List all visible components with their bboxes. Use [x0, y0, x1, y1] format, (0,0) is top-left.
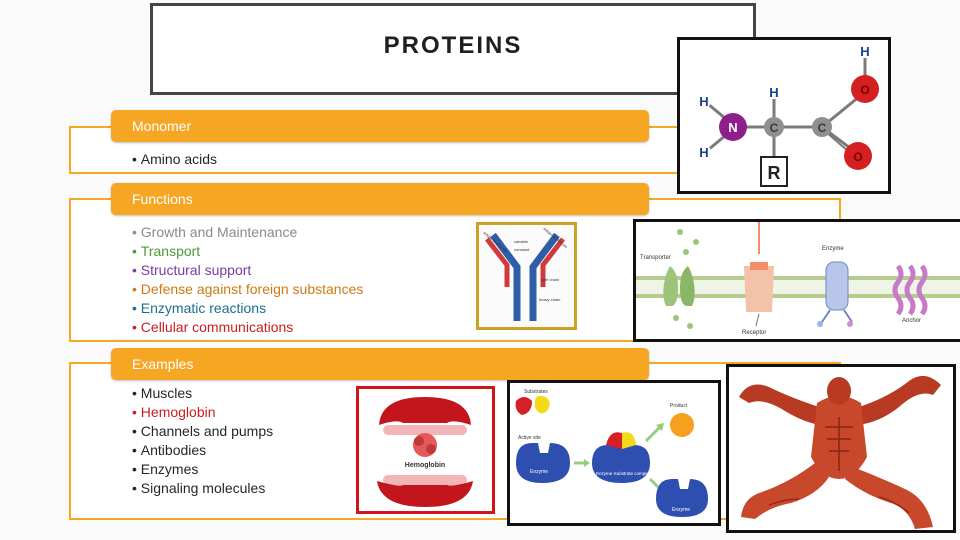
function-item: Structural support — [132, 261, 363, 280]
membrane-proteins-svg: Transporter Enzyme Receptor Anchor — [636, 222, 960, 339]
example-item: Muscles — [132, 384, 273, 403]
example-item: Antibodies — [132, 441, 273, 460]
examples-header: Examples — [111, 348, 649, 380]
function-item: Growth and Maintenance — [132, 223, 363, 242]
atom-o-label: O — [853, 150, 862, 164]
function-item: Cellular communications — [132, 318, 363, 337]
examples-list: Muscles Hemoglobin Channels and pumps An… — [132, 384, 273, 498]
example-item: Enzymes — [132, 460, 273, 479]
example-item: Channels and pumps — [132, 422, 273, 441]
amino-acid-structure-svg: H H H H N C C O O R — [697, 44, 879, 187]
function-item: Transport — [132, 242, 363, 261]
enzyme-label-complex: Enzyme-Substrate complex — [596, 471, 652, 476]
monomer-list: Amino acids — [132, 150, 217, 169]
membrane-label-transporter: Transporter — [640, 255, 671, 261]
monomer-header: Monomer — [111, 110, 649, 142]
amino-acid-structure-image: H H H H N C C O O R — [677, 37, 891, 194]
antibody-image: variable constant light chain heavy chai… — [476, 222, 577, 330]
monomer-item: Amino acids — [132, 150, 217, 169]
functions-header: Functions — [111, 183, 649, 215]
atom-h-label: H — [860, 44, 869, 59]
membrane-label-enzyme: Enzyme — [822, 246, 844, 252]
atom-h-label: H — [699, 94, 708, 109]
atom-c-label: C — [818, 121, 827, 135]
antibody-label-constant: constant — [514, 247, 530, 252]
hemoglobin-image: Hemoglobin — [356, 386, 495, 514]
enzyme-label-product: Product — [670, 403, 688, 409]
membrane-proteins-image: Transporter Enzyme Receptor Anchor — [633, 219, 960, 342]
hemoglobin-label: Hemoglobin — [405, 462, 445, 469]
enzyme-label-active-site: Active site — [518, 435, 541, 441]
atom-h-label: H — [699, 145, 708, 160]
enzyme-substrate-svg: Substrates Active site Enzyme Enzyme-Sub… — [510, 383, 718, 523]
atom-n-label: N — [728, 120, 737, 135]
enzyme-label-enzyme: Enzyme — [530, 469, 548, 475]
antibody-label-heavy-chain: heavy chain — [539, 297, 560, 302]
example-item: Signaling molecules — [132, 479, 273, 498]
muscles-svg — [729, 367, 953, 530]
r-group-label: R — [768, 163, 781, 183]
enzyme-label-enzyme-after: Enzyme — [672, 507, 690, 513]
functions-list: Growth and Maintenance Transport Structu… — [132, 223, 364, 337]
function-item: Enzymatic reactions — [132, 299, 363, 318]
hemoglobin-svg: Hemoglobin — [359, 389, 492, 511]
atom-h-label: H — [769, 85, 778, 100]
membrane-label-anchor: Anchor — [902, 318, 921, 324]
antibody-label-light-chain: light chain — [541, 277, 559, 282]
antibody-svg: variable constant light chain heavy chai… — [479, 225, 574, 327]
atom-c-label: C — [770, 121, 779, 135]
enzyme-label-substrates: Substrates — [524, 389, 548, 395]
antibody-label-variable: variable — [514, 239, 529, 244]
muscles-image — [726, 364, 956, 533]
title-box: PROTEINS — [150, 3, 756, 95]
atom-o-label: O — [860, 83, 869, 97]
enzyme-substrate-image: Substrates Active site Enzyme Enzyme-Sub… — [507, 380, 721, 526]
function-item: Defense against foreign substances — [132, 280, 364, 299]
example-item: Hemoglobin — [132, 403, 273, 422]
page-title: PROTEINS — [383, 32, 523, 59]
membrane-label-receptor: Receptor — [742, 330, 766, 336]
